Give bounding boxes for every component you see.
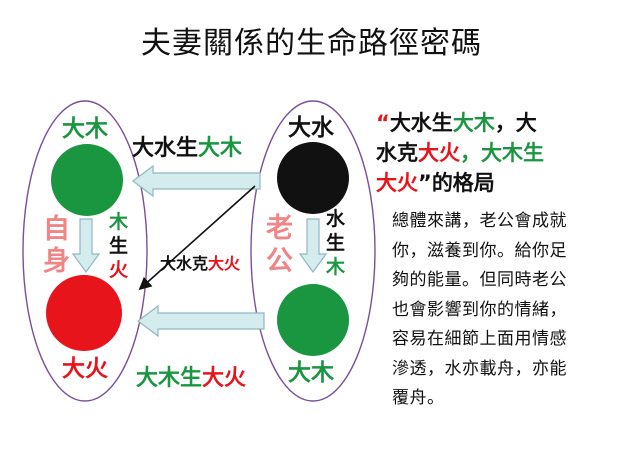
- husband-group-ellipse: [250, 100, 376, 402]
- diagonal-arrow: [138, 185, 256, 291]
- bottom-arrow-label-part: 大火: [202, 366, 247, 391]
- page-title: 夫妻關係的生命路徑密碼: [141, 26, 482, 61]
- husband-relation-char: 木: [326, 256, 346, 278]
- top-arrow-label: 大水生大木: [132, 138, 242, 160]
- body-line: 容易在細節上面用情感: [392, 329, 567, 349]
- heading-part: 的格局: [431, 171, 495, 195]
- side-panel-body: 總體來講，老公會成就 你，滋養到你。給你足 夠的能量。但同時老公 也會影響到你的…: [392, 207, 604, 414]
- self-top-node-label: 大木: [62, 116, 108, 142]
- self-group-label-char: 自: [43, 214, 70, 245]
- bottom-arrow-label: 大木生大火: [136, 368, 246, 390]
- heading-part: ，大木生: [460, 141, 544, 165]
- husband-bottom-node-label: 大木: [288, 360, 334, 386]
- husband-bottom-node: [277, 284, 349, 356]
- heading-part: ，大: [494, 111, 537, 135]
- heading-part: “: [376, 111, 390, 135]
- body-line: 總體來講，老公會成就: [392, 211, 567, 231]
- self-bottom-node: [46, 275, 122, 351]
- top-arrow-label-part: 大水生: [132, 136, 199, 161]
- heading-part: 水克: [376, 141, 418, 165]
- husband-group-label: 老 公: [266, 212, 293, 278]
- top-arrow-label-part: 大木: [198, 136, 243, 161]
- diagonal-arrow-label: 大水克大火: [160, 256, 240, 272]
- heading-part: 大木: [452, 111, 495, 135]
- husband-group-label-char: 老: [266, 213, 293, 244]
- husband-relation-char: 生: [326, 232, 346, 254]
- heading-part: 大火: [418, 141, 460, 165]
- husband-group-label-char: 公: [266, 246, 293, 277]
- husband-top-node-label: 大水: [288, 115, 334, 141]
- self-relation-char: 生: [109, 235, 129, 257]
- self-top-node: [51, 144, 123, 216]
- husband-relation-char: 水: [326, 208, 346, 230]
- bottom-arrow-label-part: 大木生: [136, 366, 203, 391]
- husband-vertical-relation: 水 生 木: [326, 207, 345, 279]
- heading-part: ”: [418, 171, 432, 195]
- body-line: 覆舟。: [392, 388, 445, 408]
- body-line: 也會影響到你的情緒，: [392, 299, 567, 320]
- husband-top-node: [277, 142, 349, 214]
- body-line: 你，滋養到你。給你足: [392, 240, 567, 261]
- diagonal-arrow-label-part: 大火: [208, 254, 241, 273]
- self-bottom-node-label: 大火: [62, 356, 108, 382]
- body-line: 夠的能量。但同時老公: [392, 270, 567, 290]
- self-group-label-char: 身: [43, 246, 70, 277]
- bottom-arrow: [137, 304, 265, 338]
- self-relation-char: 木: [109, 211, 129, 233]
- side-panel-heading: “大水生大木，大水克大火，大木生大火”的格局: [376, 108, 596, 198]
- heading-part: 大水生: [389, 111, 453, 135]
- diagonal-arrow-label-part: 大水克: [160, 254, 209, 273]
- self-group-ellipse: [22, 100, 148, 402]
- self-down-arrow: [71, 218, 101, 274]
- heading-part: 大火: [376, 171, 418, 195]
- self-group-label: 自 身: [43, 214, 70, 278]
- self-vertical-relation: 木 生 火: [109, 210, 128, 282]
- husband-down-arrow: [298, 218, 328, 274]
- top-arrow: [132, 164, 261, 198]
- self-relation-char: 火: [109, 259, 129, 281]
- body-line: 滲透，水亦載舟，亦能: [392, 358, 567, 379]
